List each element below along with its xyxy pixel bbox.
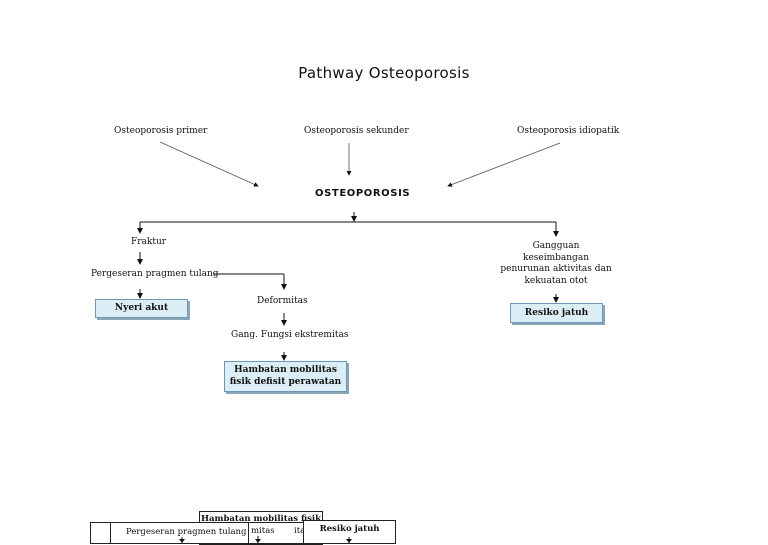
bottom-ita-text: ita: [294, 526, 306, 536]
node-fraktur: Fraktur: [131, 237, 167, 247]
hambatan-line2: fisik defisit perawatan: [229, 377, 342, 387]
node-gangguan-fungsi: Gang. Fungsi ekstremitas: [231, 330, 349, 340]
bottom-hambatan-text: Hambatan mobilitas fisik: [200, 514, 322, 524]
bottom-resiko-text: Resiko jatuh: [319, 524, 380, 534]
node-deformitas: Deformitas: [257, 296, 308, 306]
arrow-primer: [159, 141, 259, 187]
hambatan-line1: Hambatan mobilitas: [234, 365, 337, 375]
cause-primer: Osteoporosis primer: [114, 126, 208, 136]
diagnosis-hambatan-mobilitas: Hambatan mobilitas fisik defisit perawat…: [224, 361, 347, 392]
bottom-pergeseran-text: Pergeseran pragmen tulang: [126, 527, 247, 537]
node-gangguan-keseimbangan: Gangguan keseimbangan penurunan aktivita…: [496, 241, 616, 287]
bottom-mitas-text: mitas: [251, 526, 275, 536]
page-title: Pathway Osteoporosis: [298, 64, 470, 82]
gangguan-line2: keseimbangan: [523, 252, 589, 263]
arrow-idiopatik: [447, 142, 561, 187]
cause-sekunder: Osteoporosis sekunder: [304, 126, 409, 136]
diagnosis-resiko-jatuh: Resiko jatuh: [510, 303, 603, 323]
main-node-osteoporosis: OSTEOPOROSIS: [315, 188, 411, 199]
cause-idiopatik: Osteoporosis idiopatik: [517, 126, 620, 136]
diagnosis-nyeri-akut: Nyeri akut: [95, 299, 188, 318]
node-pergeseran: Pergeseran pragmen tulang: [91, 269, 219, 279]
gangguan-line1: Gangguan: [532, 241, 580, 251]
gangguan-line3: penurunan aktivitas dan: [500, 264, 612, 274]
gangguan-line4: kekuatan otot: [524, 275, 588, 286]
